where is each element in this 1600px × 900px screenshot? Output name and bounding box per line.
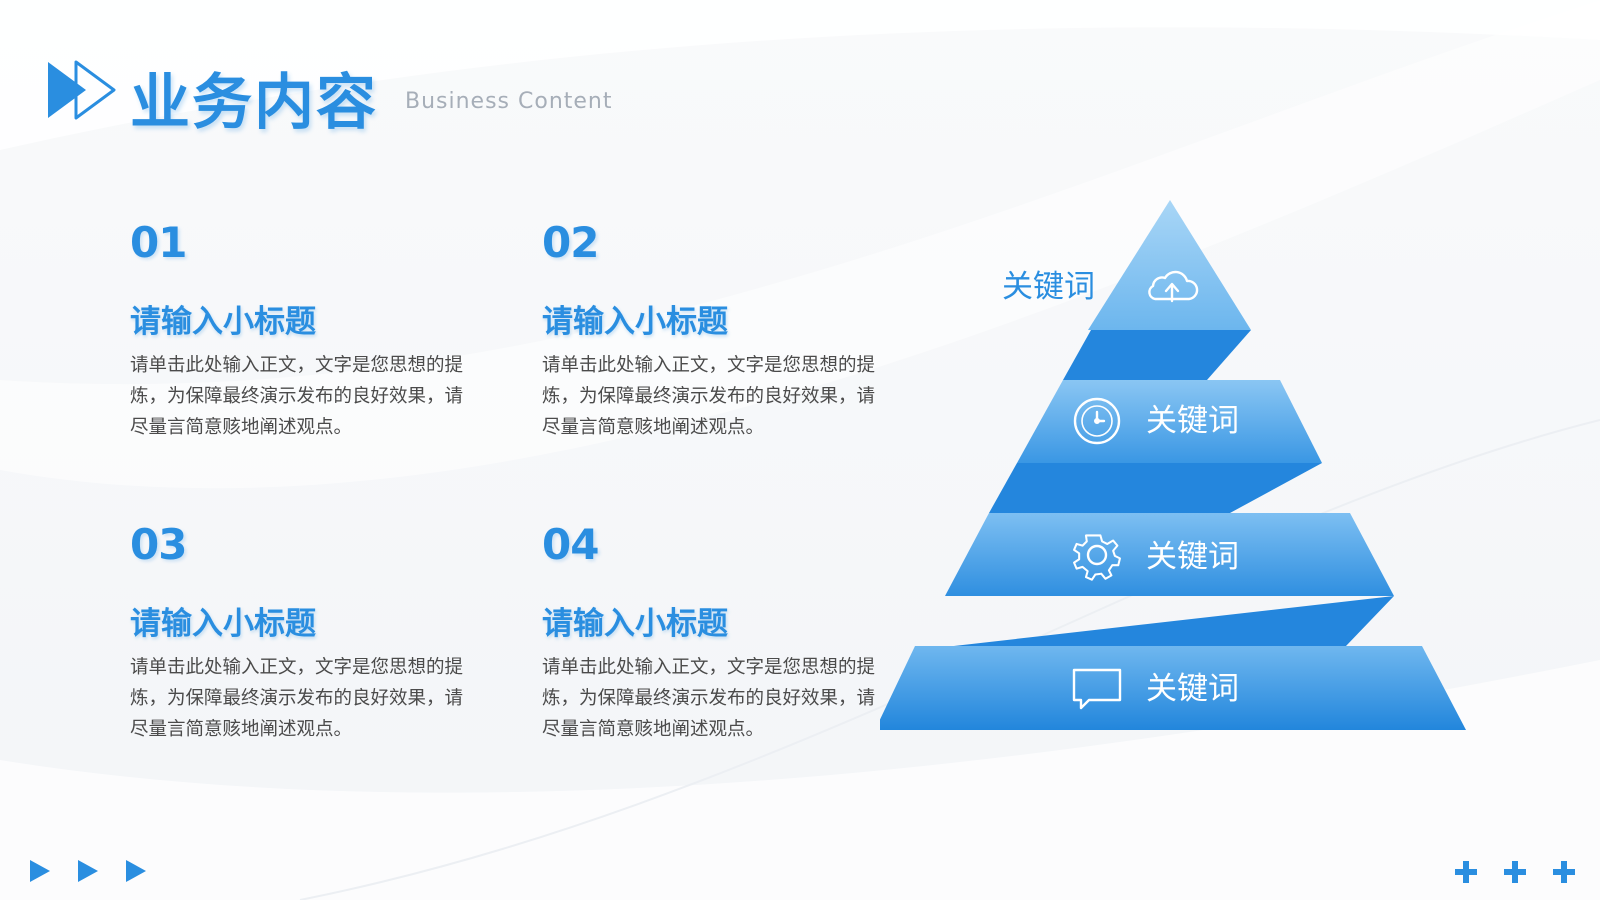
content-block-1: 01 请输入小标题 请单击此处输入正文，文字是您思想的提炼，为保障最终演示发布的… bbox=[130, 222, 490, 443]
page-title: 业务内容 bbox=[130, 68, 378, 138]
block-body-text[interactable]: 请单击此处输入正文，文字是您思想的提炼，为保障最终演示发布的良好效果，请尽量言简… bbox=[130, 355, 464, 439]
content-block-4: 04 请输入小标题 请单击此处输入正文，文字是您思想的提炼，为保障最终演示发布的… bbox=[542, 524, 902, 745]
pyramid-band-1 bbox=[1063, 330, 1251, 380]
pyramid-keyword-1[interactable]: 关键词 bbox=[1002, 269, 1095, 305]
block-heading[interactable]: 请输入小标题 bbox=[130, 304, 316, 340]
block-body-text[interactable]: 请单击此处输入正文，文字是您思想的提炼，为保障最终演示发布的良好效果，请尽量言简… bbox=[542, 355, 876, 439]
block-heading[interactable]: 请输入小标题 bbox=[542, 304, 728, 340]
pyramid-keyword-3[interactable]: 关键词 bbox=[1146, 539, 1239, 575]
double-arrow-logo-icon bbox=[48, 60, 116, 120]
pyramid-shapes bbox=[880, 200, 1466, 730]
cloud-upload-icon bbox=[1148, 270, 1199, 303]
block-body-text[interactable]: 请单击此处输入正文，文字是您思想的提炼，为保障最终演示发布的良好效果，请尽量言简… bbox=[542, 657, 876, 741]
pyramid-band-2 bbox=[989, 463, 1322, 513]
page-subtitle: Business Content bbox=[405, 89, 613, 114]
chat-bubble-icon bbox=[1072, 668, 1122, 710]
block-heading[interactable]: 请输入小标题 bbox=[130, 606, 316, 642]
pyramid-keyword-4[interactable]: 关键词 bbox=[1146, 671, 1239, 707]
gear-icon bbox=[1073, 534, 1121, 581]
triple-arrow-decoration-icon bbox=[30, 860, 146, 882]
pyramid-diagram: 关键词 关键词 关键词 关键词 bbox=[880, 190, 1500, 750]
block-number: 02 bbox=[542, 218, 599, 267]
pyramid-tier-3[interactable] bbox=[945, 513, 1394, 596]
content-block-2: 02 请输入小标题 请单击此处输入正文，文字是您思想的提炼，为保障最终演示发布的… bbox=[542, 222, 902, 443]
block-body-text[interactable]: 请单击此处输入正文，文字是您思想的提炼，为保障最终演示发布的良好效果，请尽量言简… bbox=[130, 657, 464, 741]
triple-plus-decoration-icon bbox=[1455, 861, 1575, 883]
clock-icon bbox=[1073, 397, 1121, 445]
pyramid-band-3 bbox=[915, 596, 1394, 647]
pyramid-tier-1[interactable] bbox=[1088, 200, 1251, 330]
block-number: 01 bbox=[130, 218, 187, 267]
pyramid-tier-4[interactable] bbox=[880, 646, 1466, 730]
pyramid-keyword-2[interactable]: 关键词 bbox=[1146, 403, 1239, 439]
block-heading[interactable]: 请输入小标题 bbox=[542, 606, 728, 642]
block-number: 04 bbox=[542, 520, 599, 569]
content-block-3: 03 请输入小标题 请单击此处输入正文，文字是您思想的提炼，为保障最终演示发布的… bbox=[130, 524, 490, 745]
block-number: 03 bbox=[130, 520, 187, 569]
